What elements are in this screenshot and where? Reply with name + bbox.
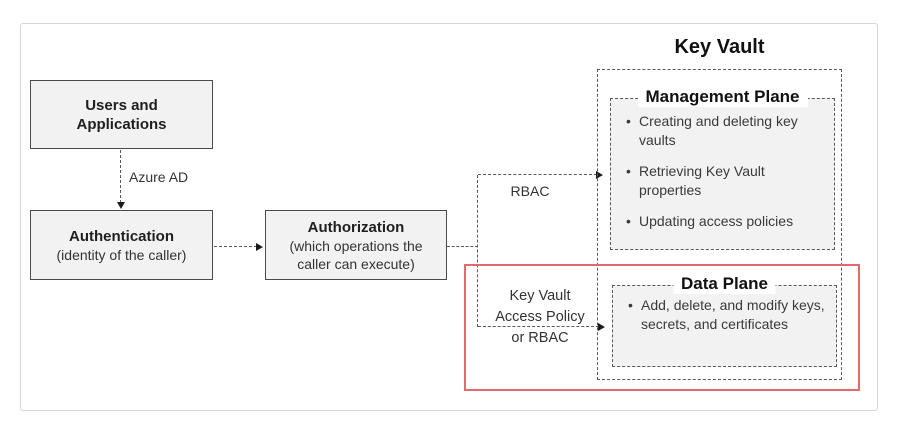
data-plane-title: Data Plane [673, 274, 776, 294]
data-plane-box: Data Plane Add, delete, and modify keys,… [612, 274, 837, 367]
management-plane-box: Management Plane Creating and deleting k… [610, 87, 835, 250]
arrowhead-right-icon [256, 242, 263, 251]
access-policy-label-line2: Access Policy [495, 309, 585, 325]
access-policy-label-line1: Key Vault [509, 288, 571, 304]
arrowhead-down-icon [117, 202, 125, 209]
access-policy-to-data-plane-connector [478, 326, 599, 327]
users-to-authentication-connector [120, 150, 121, 203]
authorization-subtitle-line2: caller can execute) [297, 255, 415, 272]
key-vault-access-policy-label: Key Vault Access Policy or RBAC [478, 286, 602, 349]
azure-ad-label: Azure AD [129, 169, 189, 185]
authentication-title: Authentication [69, 227, 174, 245]
management-plane-item: Retrieving Key Vault properties [625, 162, 824, 200]
arrowhead-right-icon [598, 322, 605, 331]
authentication-to-authorization-connector [214, 246, 257, 247]
management-plane-item: Creating and deleting key vaults [625, 112, 824, 150]
access-policy-label-line3: or RBAC [511, 330, 569, 346]
data-plane-item: Add, delete, and modify keys, secrets, a… [627, 296, 826, 334]
authentication-subtitle: (identity of the caller) [56, 246, 187, 263]
rbac-to-management-plane-connector [478, 174, 597, 175]
authorization-subtitle-line1: (which operations the [289, 237, 423, 254]
management-plane-title: Management Plane [637, 87, 808, 107]
key-vault-boundary-box [597, 69, 842, 380]
management-plane-item: Updating access policies [625, 212, 824, 231]
users-applications-box: Users and Applications [30, 80, 213, 149]
key-vault-title: Key Vault [674, 36, 765, 58]
branch-vertical-connector [477, 175, 478, 327]
authorization-title: Authorization [307, 218, 405, 236]
data-plane-list: Add, delete, and modify keys, secrets, a… [613, 286, 836, 334]
users-applications-label-line2: Applications [76, 115, 167, 133]
rbac-label: RBAC [510, 183, 550, 199]
authorization-to-branch-connector [447, 246, 478, 247]
users-applications-label-line1: Users and [85, 96, 158, 114]
authentication-box: Authentication (identity of the caller) [30, 210, 213, 280]
authorization-box: Authorization (which operations the call… [265, 210, 447, 280]
management-plane-list: Creating and deleting key vaults Retriev… [611, 99, 834, 231]
arrowhead-right-icon [596, 170, 603, 179]
